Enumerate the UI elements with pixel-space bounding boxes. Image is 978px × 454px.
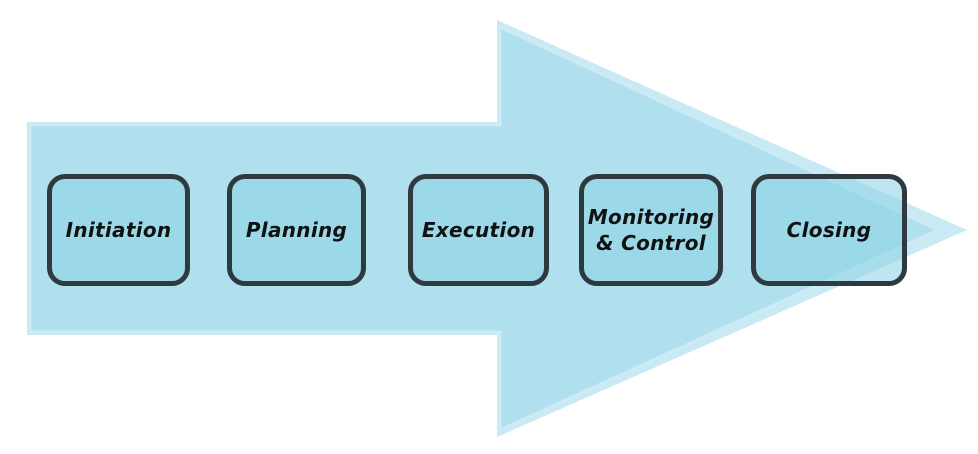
stage-box-planning: Planning: [227, 174, 366, 286]
stage-label-line2: & Control: [596, 231, 706, 255]
stage-box-execution: Execution: [408, 174, 549, 286]
stage-label: Planning: [245, 218, 348, 242]
stage-box-monitoring-control: Monitoring & Control: [579, 174, 723, 286]
stage-label: Closing: [786, 218, 872, 242]
stage-box-initiation: Initiation: [47, 174, 190, 286]
stage-label: Initiation: [65, 218, 172, 242]
stage-box-closing: Closing: [751, 174, 907, 286]
stage-label: Monitoring: [587, 205, 715, 229]
stage-label: Execution: [421, 218, 536, 242]
